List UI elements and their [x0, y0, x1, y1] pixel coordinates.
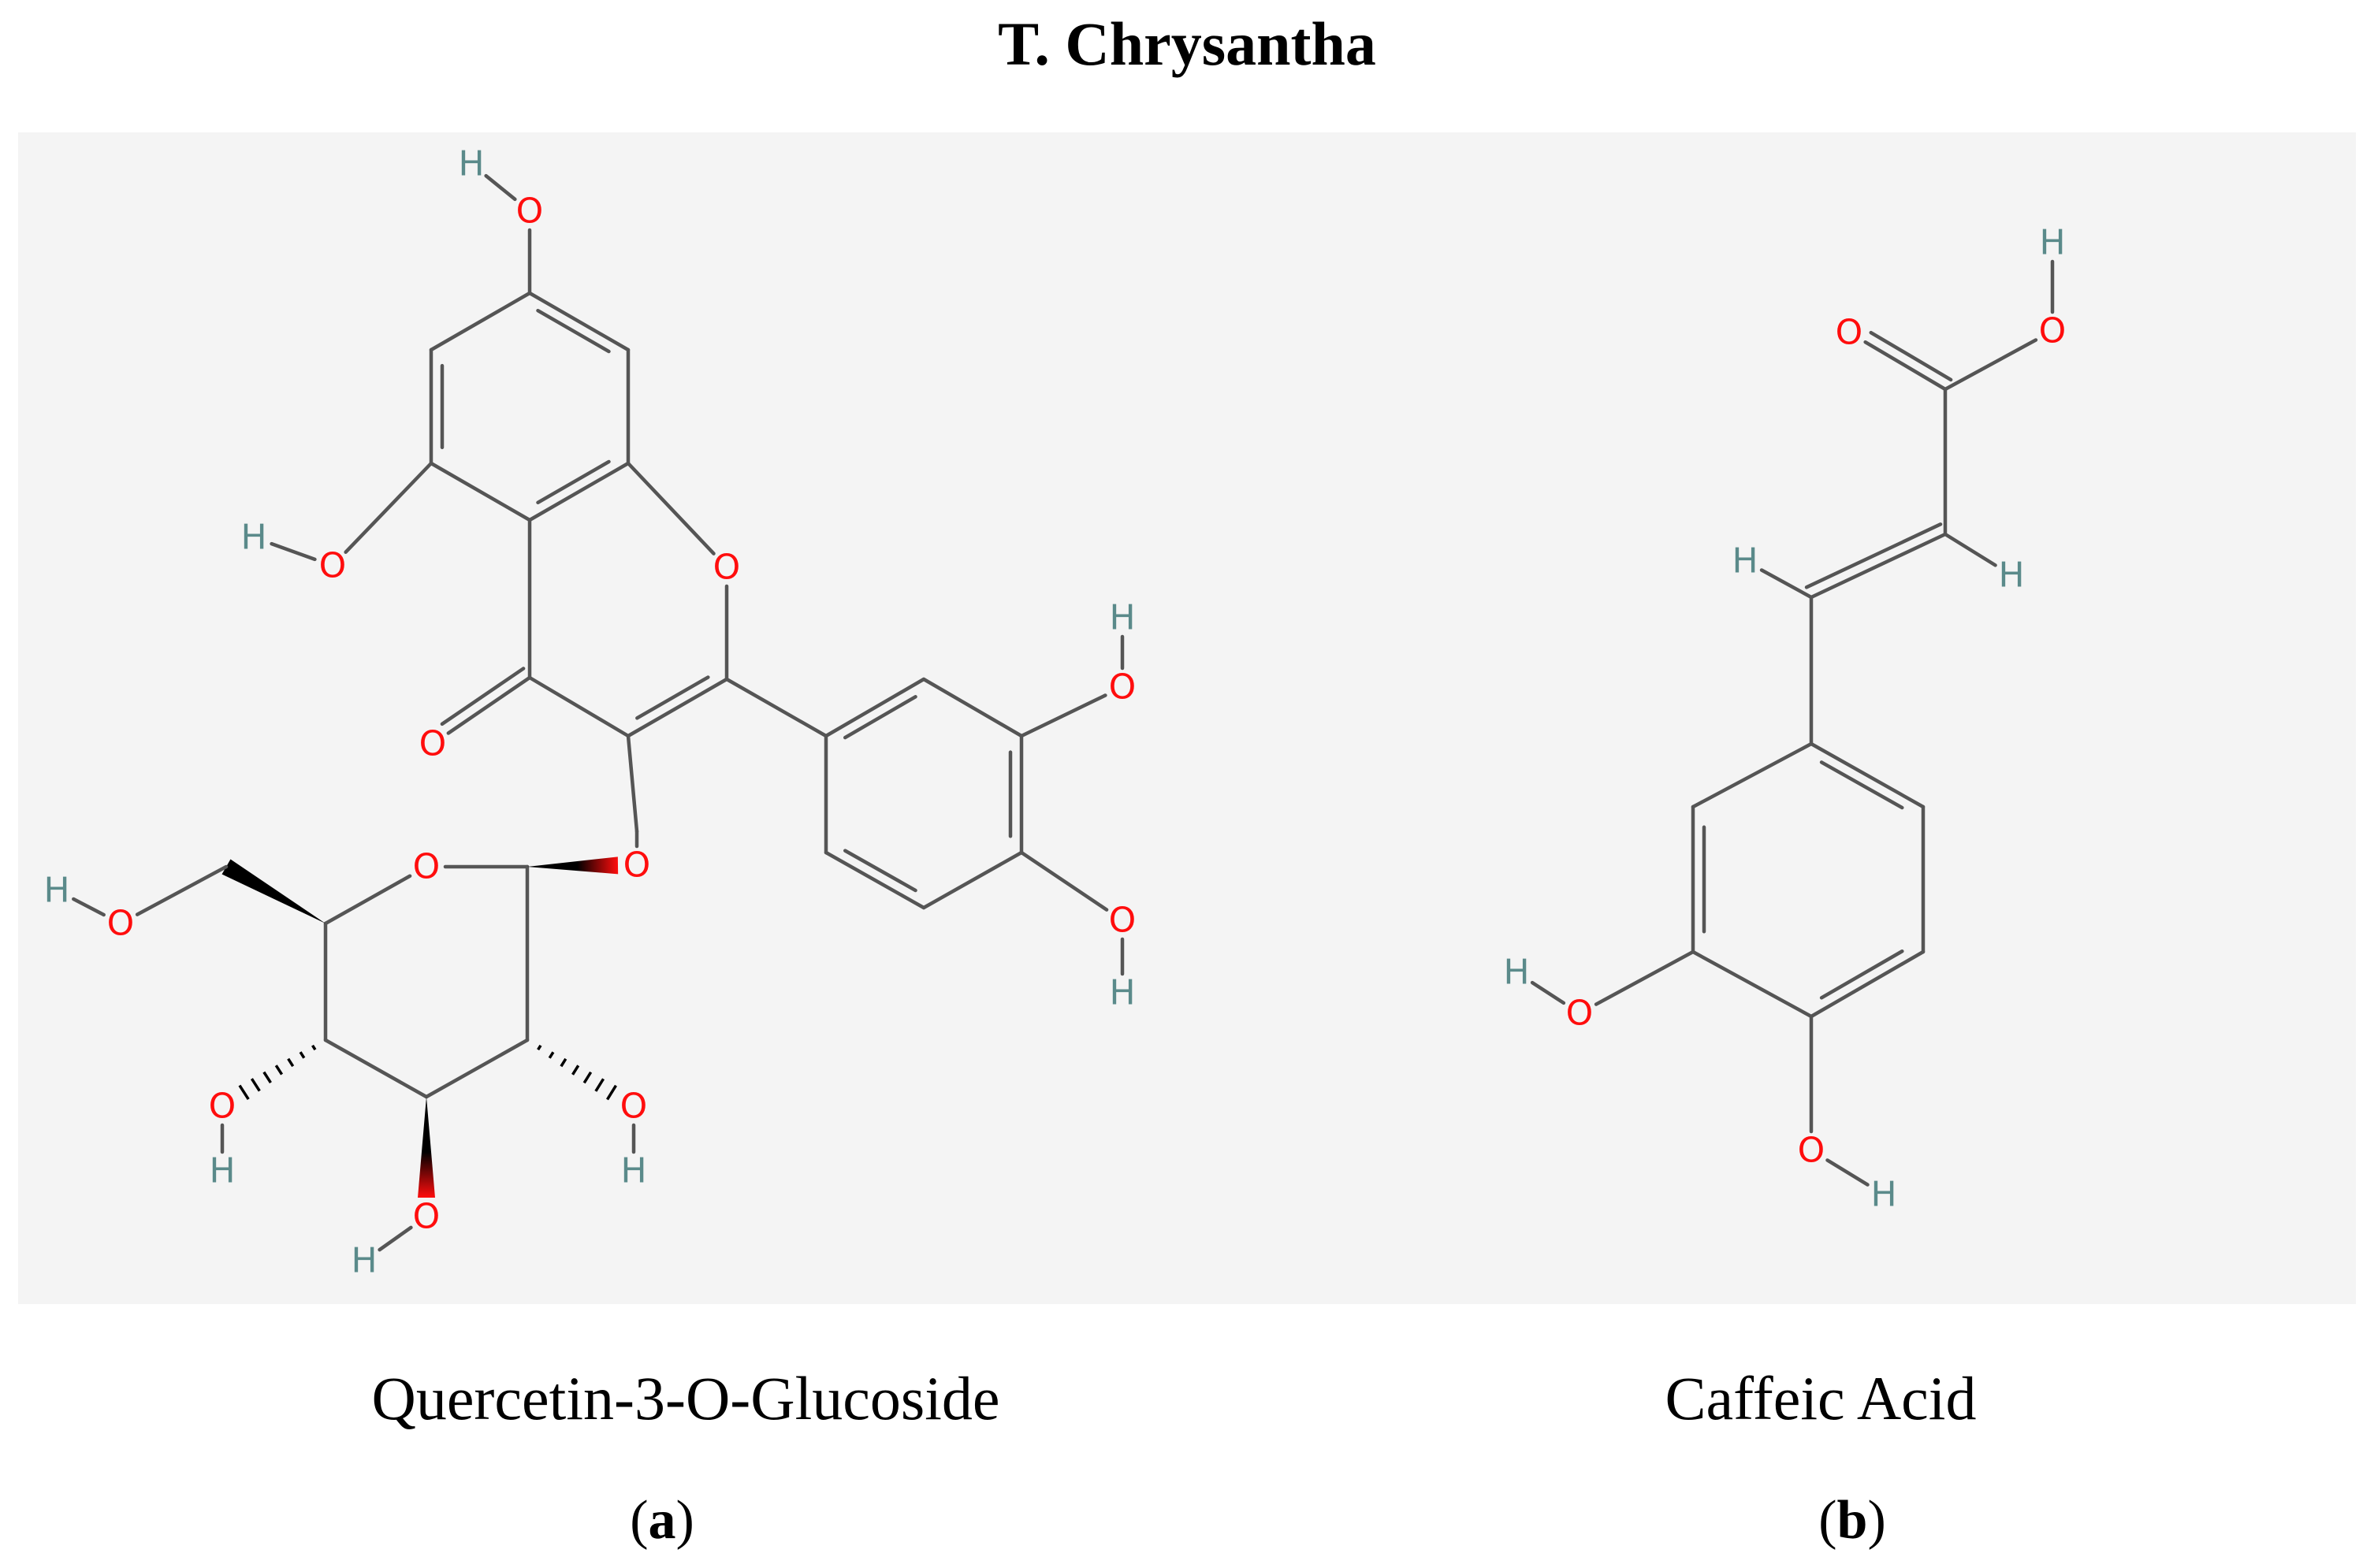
caffeic-bond-13 [1691, 741, 1814, 809]
panel-label-b-close: ) [1867, 1490, 1886, 1551]
quercetin-bond-4 [527, 461, 631, 522]
quercetin-bond-9 [270, 541, 317, 562]
quercetin-hydrogen-atom-h11: H [620, 1151, 646, 1191]
quercetin-bond-38 [72, 897, 106, 917]
panel-label-b-open: ( [1818, 1490, 1837, 1551]
quercetin-bond-19-second-line [843, 695, 917, 740]
caffeic-hydrogen-atom-h4: H [1503, 953, 1529, 993]
quercetin-oxygen-atom-o6: O [1109, 667, 1137, 708]
quercetin-hashed-bond-39 [238, 1044, 317, 1101]
panel-label-a-close: ) [675, 1490, 694, 1551]
quercetin-hydrogen-atom-h2: H [240, 518, 266, 558]
quercetin-oxygen-atom-o4: O [419, 724, 447, 764]
quercetin-bond-23-second-line [843, 849, 917, 893]
quercetin-wedge-bond-36 [221, 859, 326, 923]
quercetin-bond-20 [921, 677, 1024, 738]
quercetin-oxygen-atom-o2: O [319, 546, 347, 586]
quercetin-bond-12 [626, 677, 729, 738]
quercetin-bond-32 [323, 1038, 429, 1099]
quercetin-oxygen-atom-o3: O [713, 548, 741, 588]
quercetin-oxygen-atom-o9: O [209, 1087, 236, 1127]
quercetin-bond-22 [921, 850, 1024, 910]
caffeic-bond-17 [1825, 1158, 1870, 1187]
caffeic-bond-8-second-line [1819, 760, 1904, 810]
caffeic-oxygen-atom-o4: O [1798, 1131, 1825, 1171]
caffeic-oxygen-atom-o3: O [1566, 994, 1594, 1034]
quercetin-wedge-bond-41 [418, 1097, 435, 1198]
quercetin-bond-2-second-line [536, 308, 611, 354]
caffeic-bond-1 [1943, 338, 2038, 392]
caffeic-bond-4-second-line [1804, 522, 1943, 589]
quercetin-oxygen-atom-o10: O [413, 1197, 441, 1237]
quercetin-bond-12-second-line [635, 675, 710, 720]
compound-name-a: Quercetin-3-O-Glucoside [371, 1364, 1000, 1432]
quercetin-bond-10 [626, 461, 716, 555]
quercetin-hashed-bond-43 [537, 1044, 617, 1101]
quercetin-oxygen-atom-o8: O [107, 904, 135, 944]
panel-label-a: (a) [623, 1489, 701, 1552]
panel-label-b: (b) [1813, 1489, 1892, 1552]
quercetin-bond-25 [1019, 693, 1107, 738]
quercetin-hydrogen-atom-h8: H [43, 871, 69, 911]
caffeic-bond-11 [1691, 949, 1814, 1019]
quercetin-bond-16 [626, 734, 639, 834]
quercetin-oxygen-atom-o11: O [620, 1087, 648, 1127]
quercetin-bond-13 [527, 675, 631, 738]
caffeic-bond-2-second-line [1869, 330, 1953, 382]
caffeic-hydrogen-atom-h1: H [2039, 223, 2065, 263]
caffeic-bond-2 [1863, 340, 1948, 392]
quercetin-bond-15-second-line [440, 667, 526, 726]
caffeic-bond-15 [1530, 980, 1566, 1005]
quercetin-bond-2 [527, 291, 631, 352]
caffeic-oxygen-atom-o2: O [1836, 313, 1863, 353]
quercetin-bond-42 [378, 1225, 413, 1252]
quercetin-bond-4-second-line [536, 459, 611, 505]
quercetin-bond-8 [344, 461, 433, 554]
quercetin-oxygen-atom-o5: O [623, 845, 651, 886]
caffeic-oxygen-atom-o1: O [2039, 311, 2067, 351]
structure-panel-background [18, 132, 2356, 1304]
quercetin-bond-0 [484, 173, 517, 202]
quercetin-bond-5 [429, 461, 532, 522]
quercetin-bond-37 [135, 864, 229, 916]
quercetin-hydrogen-atom-h7: H [1109, 973, 1135, 1013]
quercetin-bond-27 [1019, 850, 1109, 912]
quercetin-hydrogen-atom-h1: H [458, 144, 484, 184]
caffeic-hydrogen-atom-h5: H [1870, 1175, 1896, 1215]
figure-title: T. Chrysantha [998, 9, 1376, 78]
caffeic-hydrogen-atom-h3: H [1732, 541, 1758, 581]
caffeic-hydrogen-atom-h2: H [1998, 555, 2024, 596]
caffeic-bond-10-second-line [1819, 949, 1904, 1000]
caffeic-bond-4 [1809, 532, 1948, 600]
quercetin-bond-18 [724, 677, 828, 738]
quercetin-bond-7 [429, 291, 532, 352]
caffeic-bond-6 [1759, 568, 1814, 600]
panel-label-a-open: ( [630, 1490, 649, 1551]
caffeic-bond-8 [1809, 741, 1926, 809]
quercetin-oxygen-atom-o7: O [1109, 901, 1137, 941]
quercetin-oxygen-atom-o1: O [516, 191, 544, 232]
quercetin-bond-23 [824, 850, 926, 910]
quercetin-bond-19 [824, 677, 926, 738]
quercetin-bond-15 [446, 675, 532, 735]
quercetin-hydrogen-atom-h6: H [1109, 598, 1135, 638]
panel-label-a-letter: a [648, 1490, 676, 1551]
caffeic-bond-14 [1594, 949, 1695, 1006]
quercetin-hydrogen-atom-h10: H [351, 1241, 377, 1281]
quercetin-bond-33 [424, 1038, 530, 1099]
quercetin-wedge-bond-35 [527, 856, 619, 875]
quercetin-oxygen-atom-so: O [413, 847, 441, 887]
caffeic-bond-10 [1809, 949, 1926, 1019]
quercetin-hydrogen-atom-h9: H [209, 1151, 235, 1191]
caffeic-bond-5 [1943, 532, 1997, 567]
compound-name-b: Caffeic Acid [1665, 1364, 1977, 1432]
quercetin-bond-30 [323, 874, 412, 926]
panel-label-b-letter: b [1836, 1490, 1868, 1551]
